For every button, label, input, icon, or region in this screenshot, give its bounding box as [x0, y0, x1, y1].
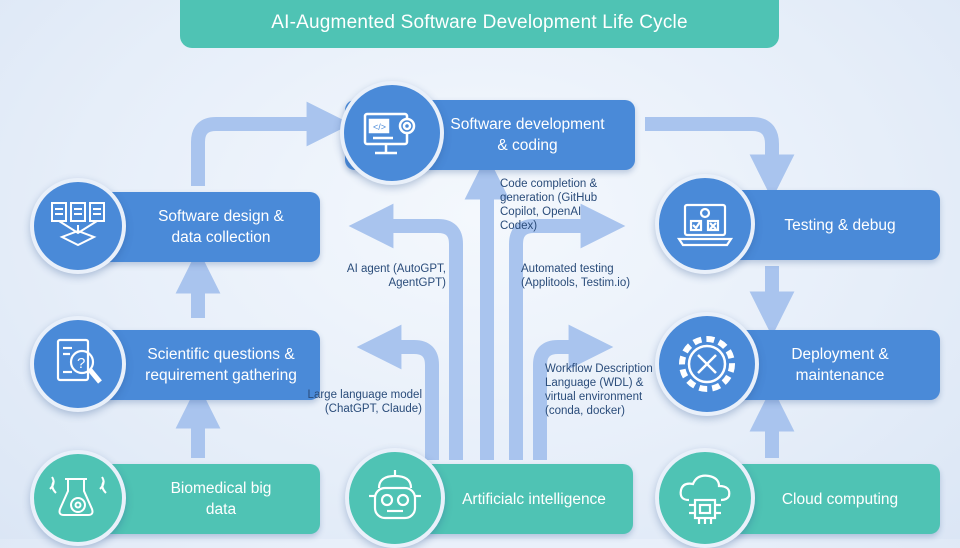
label-llm: Large language model (ChatGPT, Claude)	[307, 389, 422, 415]
node-label: Artificialc intelligence	[462, 490, 606, 508]
arrow-workflow	[533, 324, 614, 460]
laptop-checklist-icon	[655, 174, 755, 274]
page-title: AI-Augmented Software Development Life C…	[180, 0, 779, 48]
gear-tools-icon	[655, 312, 759, 416]
cloud-chip-icon	[655, 448, 755, 548]
node-label: Software development & coding	[450, 116, 605, 154]
node-label: Deployment & maintenance	[791, 346, 889, 384]
label-workflow: Workflow Description Language (WDL) & vi…	[545, 363, 653, 417]
arrow-ai-agent	[348, 203, 463, 460]
node-label: Cloud computing	[781, 490, 899, 508]
label-ai-agent: AI agent (AutoGPT, AgentGPT)	[346, 263, 446, 289]
node-label: Scientific questions & requirement gathe…	[145, 346, 297, 384]
svg-text:</>: </>	[373, 122, 386, 132]
dna-gear-icon	[30, 450, 126, 546]
documents-icon	[30, 178, 126, 274]
question-magnifier-icon: ?	[30, 316, 126, 412]
label-automated-testing: Automated testing (Applitools, Testim.io…	[521, 263, 631, 289]
arrow-design-to-dev	[191, 101, 352, 186]
arrow-llm	[356, 324, 439, 460]
title-text: AI-Augmented Software Development Life C…	[271, 12, 688, 33]
code-monitor-icon: </>	[340, 81, 444, 185]
node-label: Testing & debug	[784, 216, 896, 234]
node-label: Biomedical big data	[170, 480, 272, 518]
arrow-code-completion	[509, 203, 626, 460]
node-label: Software design & data collection	[158, 208, 284, 246]
label-code-completion: Code completion & generation (GitHub Cop…	[500, 178, 598, 232]
arrow-dev-to-testing	[645, 117, 795, 200]
robot-icon	[345, 448, 445, 548]
svg-text:?: ?	[77, 355, 85, 372]
